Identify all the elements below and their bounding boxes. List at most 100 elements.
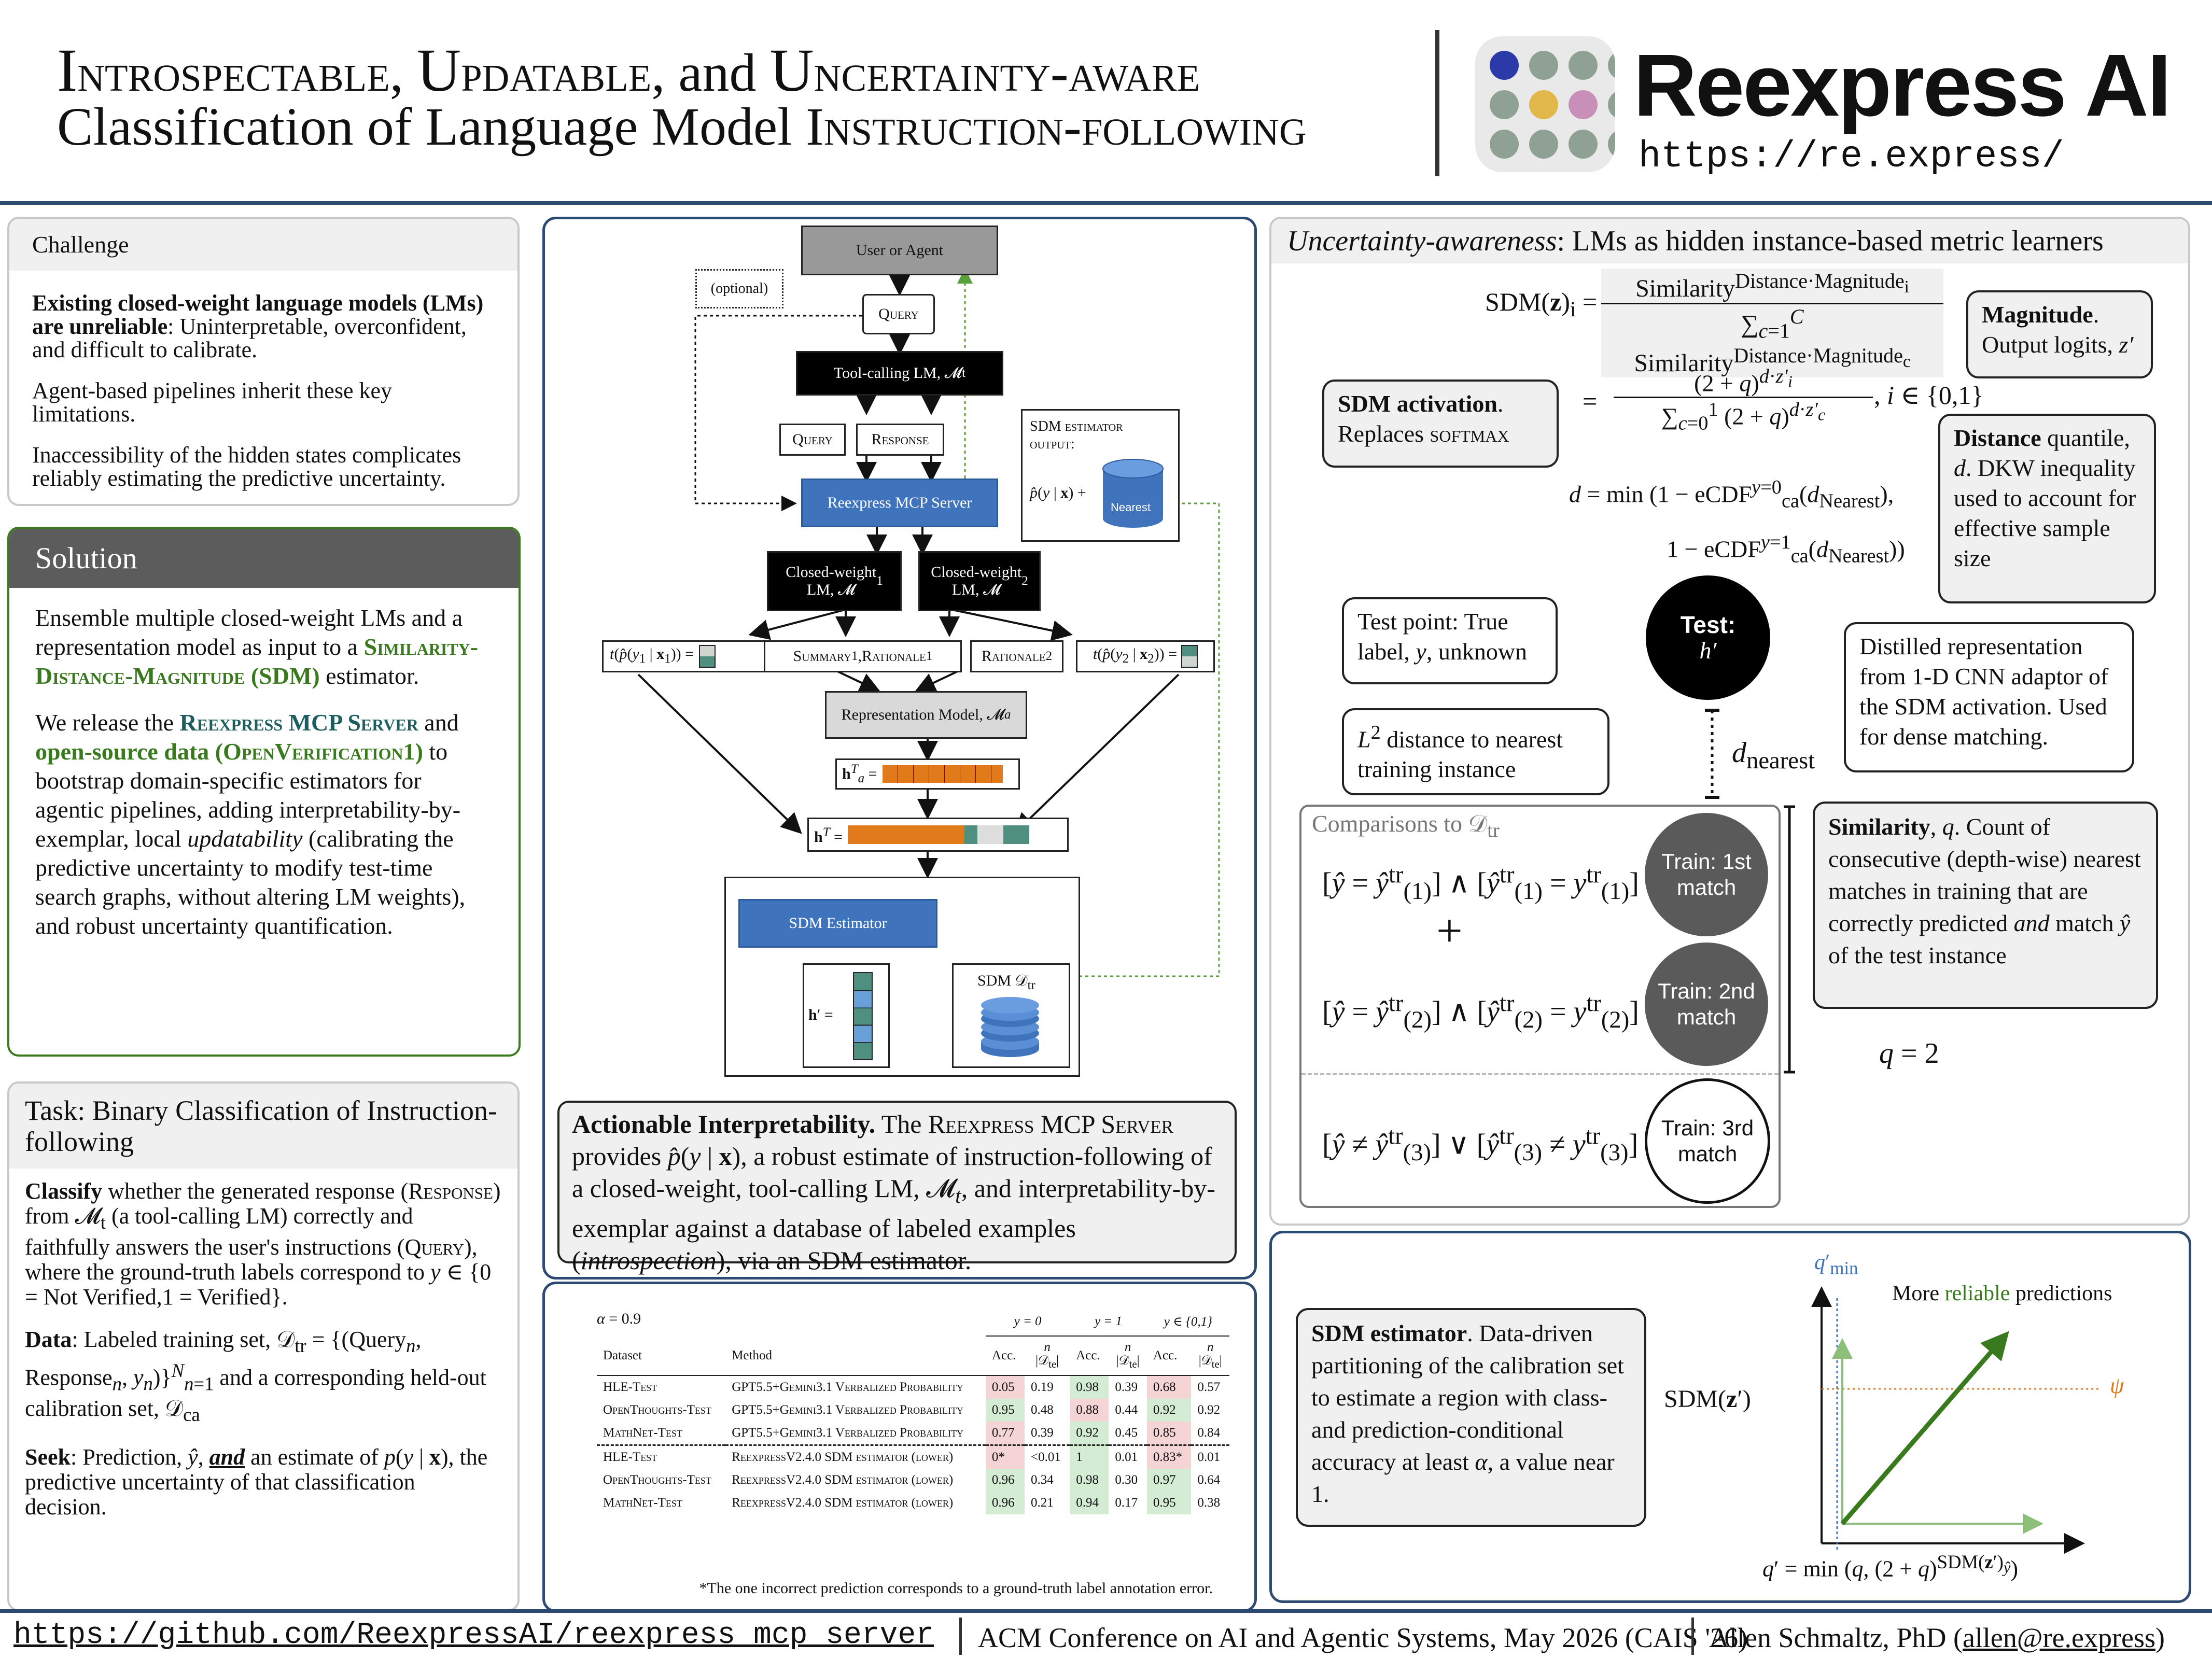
header-divider	[1435, 30, 1439, 176]
footer-email-link[interactable]: allen@re.express	[1962, 1622, 2156, 1653]
table-cell-a2: 0.68	[1146, 1375, 1192, 1399]
train-1st-match-circle: Train: 1st match	[1645, 813, 1768, 936]
brand-url[interactable]: https://re.express/	[1639, 135, 2064, 178]
table-cell-dataset: MathNet-Test	[603, 1496, 682, 1510]
sdm-activation-callout: SDM activation.Replaces softmax	[1322, 379, 1559, 468]
reliable-label: More reliable predictions	[1892, 1282, 2112, 1305]
head-n-0: n|𝒟te|	[1035, 1340, 1059, 1371]
head-acc-1: Acc.	[1076, 1348, 1100, 1362]
training-database-icon	[981, 997, 1039, 1057]
table-cell-a2: 0.85	[1146, 1422, 1192, 1445]
table-cell-dataset: OpenThoughts-Test	[603, 1473, 711, 1487]
task-p3: Seek: Prediction, ŷ, and an estimate of …	[25, 1444, 488, 1520]
footer-author: Allen Schmaltz, PhD (allen@re.express)	[1709, 1622, 2165, 1653]
sdm-dtr-box: SDM 𝒟tr	[952, 963, 1070, 1068]
table-cell-n0: 0.19	[1031, 1380, 1054, 1394]
footer-rule	[0, 1609, 2212, 1613]
sdm-output-title: SDM estimator output:	[1030, 418, 1123, 452]
sdm-dtr-label: SDM 𝒟tr	[977, 972, 1035, 992]
response-box: Response	[856, 424, 944, 456]
table-cell-a0: 0.05	[985, 1375, 1025, 1399]
head-acc-0: Acc.	[991, 1348, 1016, 1362]
table-cell-a0: 0.77	[985, 1422, 1025, 1445]
similarity-bracket	[1784, 805, 1795, 1074]
footer-repo-link[interactable]: https://github.com/ReexpressAI/reexpress…	[13, 1619, 934, 1652]
table-cell-n1: 0.01	[1115, 1450, 1138, 1464]
header-rule	[0, 201, 2212, 205]
test-circle-sub: h′	[1699, 637, 1717, 664]
eq-distance-line2: 1 − eCDFy=1ca(dNearest))	[1667, 531, 1905, 567]
table-cell-method: GPT5.5+Gemini3.1 Verbalized Probability	[732, 1426, 964, 1440]
table-cell-a1: 0.94	[1070, 1492, 1109, 1514]
footer-conference: ACM Conference on AI and Agentic Systems…	[978, 1622, 1748, 1653]
query-box-top: Query	[862, 294, 935, 334]
table-cell-a2: 0.97	[1146, 1469, 1192, 1492]
table-cell-n2: 0.84	[1197, 1426, 1221, 1440]
dnearest-label: dnearest	[1732, 737, 1815, 775]
head-n-2: n|𝒟te|	[1198, 1340, 1222, 1371]
task-panel: Task: Binary Classification of Instructi…	[7, 1081, 520, 1611]
ha-vector-icon	[882, 765, 1003, 783]
uncertainty-title: Uncertainty-awareness: LMs as hidden ins…	[1271, 219, 2188, 263]
train-2nd-match-circle: Train: 2nd match	[1645, 943, 1768, 1066]
table-cell-a0: 0.95	[985, 1399, 1025, 1422]
dnearest-bracket	[1705, 709, 1719, 799]
uncertainty-panel: Uncertainty-awareness: LMs as hidden ins…	[1269, 217, 2190, 1226]
eq2-numerator: (2 + q)d·z′i	[1614, 365, 1873, 399]
eq1-denominator: ∑c=1C SimilarityDistance·Magnitudec	[1601, 304, 1943, 377]
results-panel: α = 0.9 y = 0 y = 1 y ∈ {0,1} Dataset Me…	[542, 1282, 1257, 1612]
table-cell-n2: 0.92	[1197, 1403, 1221, 1417]
nearest-label: Nearest	[1111, 501, 1151, 514]
pipeline-panel: User or Agent (optional) Query Tool-call…	[542, 217, 1257, 1280]
table-cell-n2: 0.57	[1197, 1380, 1221, 1394]
solution-title: Solution	[9, 529, 519, 588]
table-cell-n0: 0.21	[1031, 1496, 1054, 1510]
comparisons-box: Comparisons to 𝒟tr [ŷ = ŷtr(1)] ∧ [ŷtr(1…	[1299, 805, 1781, 1208]
user-agent-box: User or Agent	[801, 226, 998, 275]
task-p2: Data: Labeled training set, 𝒟tr = {(Quer…	[25, 1326, 486, 1425]
table-cell-method: ReexpressV2.4.0 SDM estimator (lower)	[732, 1450, 954, 1464]
comparison-3: [ŷ ≠ ŷtr(3)] ∨ [ŷtr(3) ≠ ytr(3)]	[1322, 1122, 1639, 1166]
ha-label: hTa =	[842, 762, 877, 785]
ha-vector-box: hTa =	[835, 758, 1020, 790]
challenge-title: Challenge	[9, 219, 517, 271]
train-3rd-match-circle: Train: 3rd match	[1645, 1078, 1770, 1204]
actionable-interpretability-box: Actionable Interpretability. The Reexpre…	[557, 1101, 1237, 1275]
head-acc-2: Acc.	[1153, 1348, 1178, 1362]
table-cell-n2: 0.64	[1197, 1473, 1221, 1487]
table-cell-dataset: OpenThoughts-Test	[603, 1403, 711, 1417]
sdm-x-axis-label: q′ = min (q, (2 + q)SDM(z′)ŷ)	[1762, 1551, 2019, 1582]
col-group-y0: y = 0	[985, 1307, 1070, 1337]
mcp-server-box: Reexpress MCP Server	[801, 479, 998, 527]
sdm-estimator-panel: SDM estimator. Data-driven partitioning …	[1269, 1231, 2191, 1603]
sdm-estimator-text: SDM estimator. Data-driven partitioning …	[1296, 1308, 1646, 1527]
table-cell-a1: 0.92	[1070, 1422, 1109, 1445]
challenge-p1-bold: Existing closed-weight language models (…	[32, 290, 484, 339]
sdm-output-box: SDM estimator output: p̂(y | x) + Neares…	[1021, 409, 1180, 542]
table-cell-method: GPT5.5+Gemini3.1 Verbalized Probability	[732, 1403, 964, 1417]
footer-sep-1	[959, 1618, 962, 1655]
hT-label: hT =	[814, 825, 843, 846]
comparison-1: [ŷ = ŷtr(1)] ∧ [ŷtr(1) = ytr(1)]	[1322, 861, 1639, 905]
table-row: OpenThoughts-Test GPT5.5+Gemini3.1 Verbal…	[597, 1399, 1229, 1422]
sdm-estimator-box: SDM Estimator	[738, 899, 937, 948]
results-table: y = 0 y = 1 y ∈ {0,1} Dataset Method Acc…	[597, 1307, 1229, 1514]
hprime-label: h′ =	[808, 1006, 833, 1023]
table-cell-a2: 0.95	[1146, 1492, 1192, 1514]
challenge-p3: Inaccessibility of the hidden states com…	[32, 442, 461, 491]
challenge-p2: Agent-based pipelines inherit these key …	[32, 378, 393, 427]
hT-vector-box: hT =	[807, 818, 1069, 852]
distilled-callout: Distilled representation from 1-D CNN ad…	[1844, 622, 2134, 772]
table-cell-n0: 0.48	[1031, 1403, 1054, 1417]
magnitude-callout: Magnitude.Output logits, z′	[1966, 290, 2153, 378]
t2-vector-icon	[1181, 645, 1198, 668]
challenge-panel: Challenge Existing closed-weight languag…	[7, 217, 520, 506]
table-cell-a0: 0.96	[985, 1469, 1025, 1492]
psi-label: ψ	[2110, 1373, 2124, 1398]
pipeline-connectors	[637, 268, 1220, 1020]
solution-p1: Ensemble multiple closed-weight LMs and …	[35, 604, 479, 689]
t2-box: t(p̂(y2 | x2)) =	[1076, 640, 1215, 672]
